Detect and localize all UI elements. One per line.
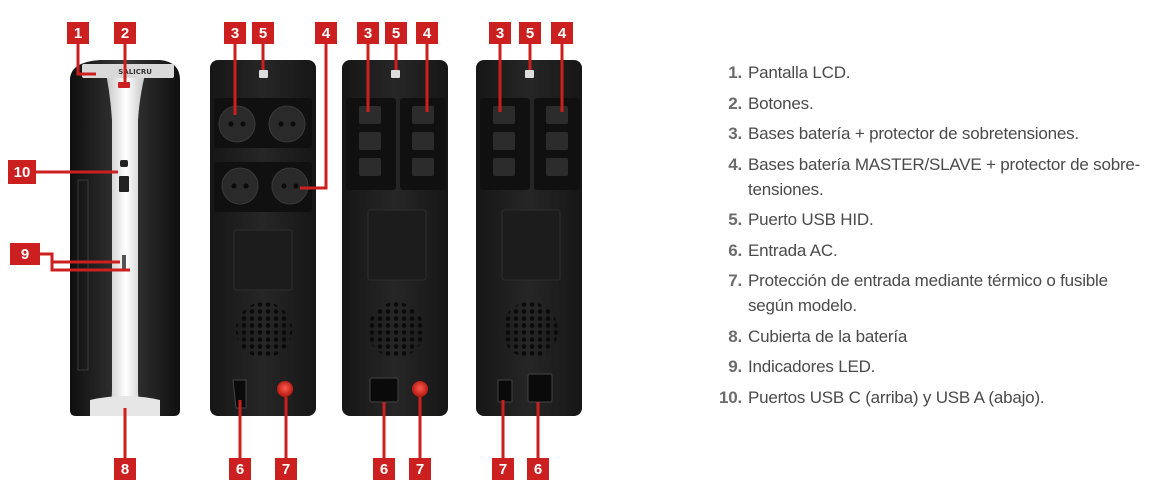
badge-ac-input: 6: [380, 461, 388, 478]
badge-battery-cover: 8: [121, 461, 129, 478]
legend-text: Indicadores LED.: [748, 357, 876, 376]
badge-led: 9: [21, 246, 29, 263]
callout-lines: [34, 42, 564, 460]
ac-input-socket[interactable]: [527, 373, 553, 403]
legend-text: Puerto USB HID.: [748, 210, 874, 229]
legend-item: 10. Puertos USB C (arriba) y USB A (abajo…: [706, 385, 1156, 410]
ups-rear-view-iec-fuse: [342, 60, 448, 416]
iec-outlets-master-slave: [546, 106, 568, 176]
badge-buttons: 2: [121, 25, 129, 42]
front-brand-text: SALICRU: [118, 68, 152, 76]
legend-number: 8.: [728, 326, 742, 346]
thermal-breaker[interactable]: [497, 379, 513, 403]
legend-item: 8. Cubierta de la batería: [706, 324, 1156, 349]
legend-text: Bases batería MASTER/SLAVE + protector d…: [748, 154, 1141, 199]
usb-hid-port[interactable]: [525, 70, 534, 78]
badge-ac-input: 6: [534, 461, 542, 478]
legend-text: Bases batería + protector de sobretensio…: [748, 124, 1079, 143]
legend-number: 9.: [728, 357, 742, 376]
callout-badges: 1 2 3 5 4 3 5 4 3 5 4 10 9 8 6 7 6: [8, 22, 573, 480]
fan-grille: [368, 302, 424, 358]
legend-text: Entrada AC.: [748, 240, 838, 260]
legend-number: 10.: [718, 387, 742, 407]
legend-list: 1. Pantalla LCD. 2. Botones. 3. Bases bater…: [706, 60, 1156, 415]
badge-usb-ports: 10: [14, 164, 31, 181]
legend-item: 5. Puerto USB HID.: [706, 207, 1156, 232]
legend-item: 1. Pantalla LCD.: [706, 60, 1156, 85]
breaker-button[interactable]: [277, 381, 293, 397]
legend-item: 4. Bases batería MASTER/SLAVE + protector…: [706, 152, 1156, 202]
badge-protection: 7: [499, 461, 507, 478]
legend-number: 3.: [728, 124, 742, 143]
badge-ac-input: 6: [236, 461, 244, 478]
usb-c-port[interactable]: [120, 160, 128, 167]
badge-master-slave: 4: [423, 25, 432, 42]
legend-item: 9. Indicadores LED.: [706, 354, 1156, 379]
lcd-display: [82, 64, 174, 78]
legend-item: 6. Entrada AC.: [706, 238, 1156, 263]
legend-text: Protección de entrada mediante térmico o…: [748, 271, 1108, 315]
iec-outlets: [359, 106, 381, 176]
fuse-button[interactable]: [412, 381, 428, 397]
legend-text: Cubierta de la batería: [748, 326, 908, 346]
iec-outlets-master-slave: [412, 106, 434, 176]
legend-text: Botones.: [748, 93, 814, 113]
legend-number: 5.: [728, 210, 742, 229]
badge-master-slave: 4: [558, 25, 567, 42]
legend-text: Puertos USB C (arriba) y USB A (abajo).: [748, 387, 1045, 407]
led-indicators: [122, 255, 126, 270]
badge-lcd: 1: [74, 25, 82, 42]
legend-item: 2. Botones.: [706, 91, 1156, 116]
front-buttons[interactable]: [118, 82, 130, 88]
thermal-switch[interactable]: [232, 379, 247, 409]
legend-item: 3. Bases batería + protector de sobretens…: [706, 121, 1156, 146]
ac-input-socket[interactable]: [369, 377, 399, 403]
badge-usb-hid: 5: [259, 25, 267, 42]
badge-usb-hid: 5: [392, 25, 400, 42]
badge-outlets: 3: [496, 25, 504, 42]
legend-number: 1.: [728, 63, 742, 82]
legend-text: Pantalla LCD.: [748, 63, 851, 82]
usb-hid-port[interactable]: [391, 70, 400, 78]
legend-number: 6.: [728, 240, 742, 260]
ups-rear-view-iec-thermal: [476, 60, 582, 416]
badge-protection: 7: [282, 461, 290, 478]
fan-grille: [502, 302, 558, 358]
side-logo: [77, 179, 89, 371]
ups-front-view: SALICRU: [70, 60, 180, 416]
battery-cover: [90, 396, 160, 416]
legend-number: 2.: [728, 93, 742, 113]
iec-outlets: [493, 106, 515, 176]
usb-a-port[interactable]: [119, 176, 129, 192]
badge-usb-hid: 5: [526, 25, 534, 42]
badge-master-slave: 4: [322, 25, 331, 42]
fan-grille: [236, 302, 292, 358]
badge-outlets: 3: [231, 25, 239, 42]
legend-number: 4.: [728, 154, 742, 174]
badge-outlets: 3: [364, 25, 372, 42]
badge-protection: 7: [416, 461, 424, 478]
legend-number: 7.: [728, 271, 742, 290]
legend-item: 7. Protección de entrada mediante térmico…: [706, 268, 1156, 318]
schuko-outlets-master-slave: [221, 167, 309, 205]
schuko-outlets-top: [218, 105, 306, 143]
ups-rear-view-schuko: [210, 60, 316, 416]
usb-hid-port[interactable]: [259, 70, 268, 78]
